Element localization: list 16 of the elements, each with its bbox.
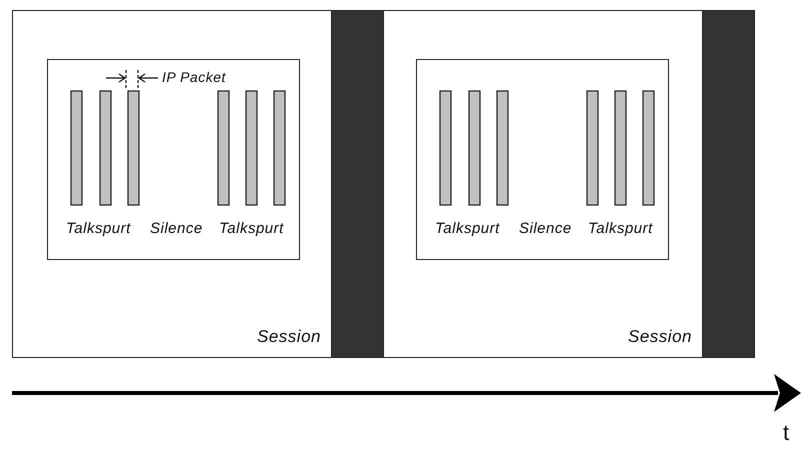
packet-label: IP Packet [162, 69, 226, 85]
gap-bar [702, 10, 755, 358]
session-label: Session [628, 327, 692, 347]
session-box [383, 10, 703, 358]
gap-bar [331, 10, 384, 358]
interval-label: Silence [150, 220, 203, 237]
session-label: Session [257, 327, 321, 347]
time-axis-label: t [783, 420, 790, 446]
talkspurt-box [47, 59, 300, 260]
interval-label: Talkspurt [66, 220, 131, 237]
talkspurt-box [416, 59, 669, 260]
interval-label: Silence [519, 220, 572, 237]
interval-label: Talkspurt [588, 220, 653, 237]
interval-label: Talkspurt [435, 220, 500, 237]
interval-label: Talkspurt [219, 220, 284, 237]
session-box [12, 10, 332, 358]
